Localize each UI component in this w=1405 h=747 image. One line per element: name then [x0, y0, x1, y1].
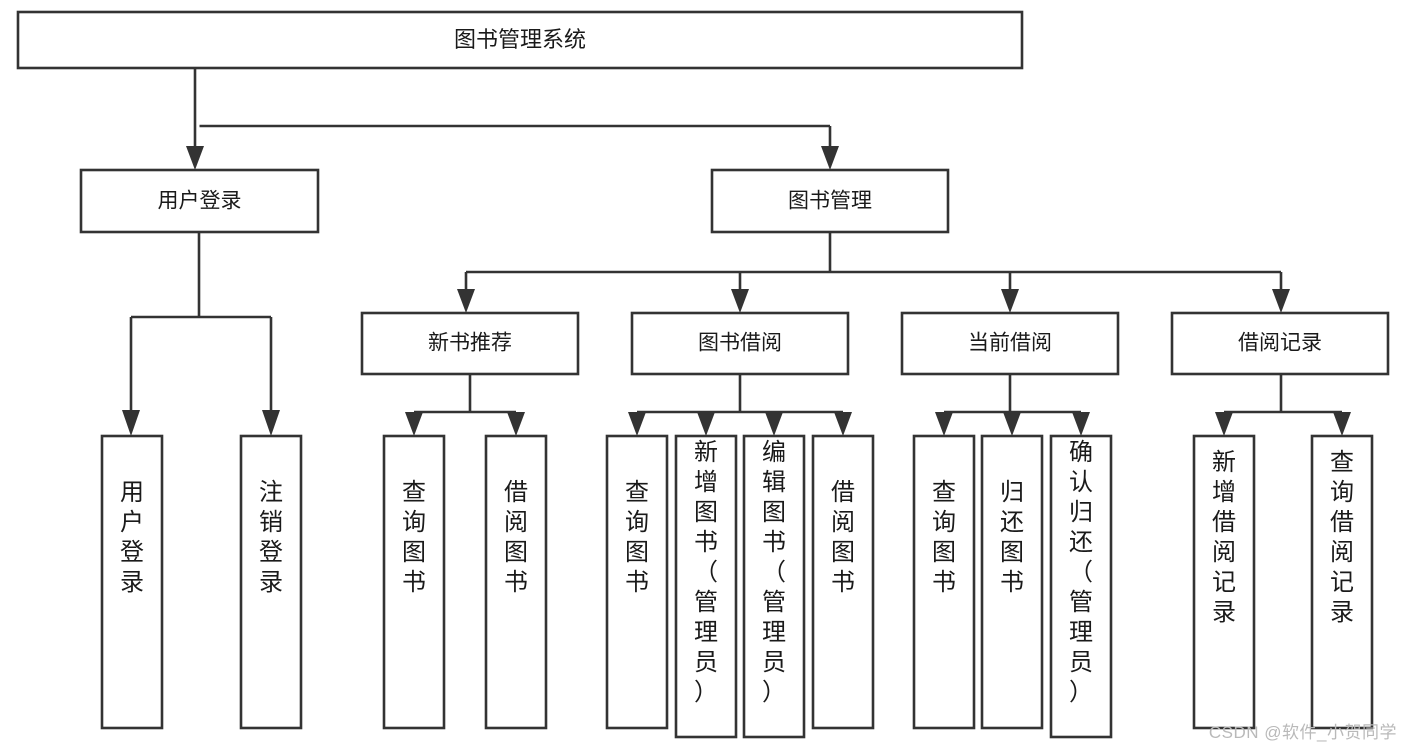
- node-book-borrow-label: 图书借阅: [698, 332, 782, 355]
- arrowhead-leaf-logout: [262, 410, 280, 436]
- leaf-add-record-box[interactable]: [1192, 434, 1256, 730]
- leaf-edit-book[interactable]: 编辑图书（管理员）: [742, 434, 806, 739]
- node-borrow-record[interactable]: 借阅记录: [1170, 311, 1390, 376]
- leaf-query-record-box[interactable]: [1310, 434, 1374, 730]
- leaf-borrow-book-2[interactable]: 借阅图书: [811, 434, 875, 730]
- arrowhead-borrowrecord: [1272, 289, 1290, 313]
- node-new-book-rec[interactable]: 新书推荐: [360, 311, 580, 376]
- node-book-manage-box[interactable]: [710, 168, 950, 234]
- leaf-query-book-3-label: 查询图书: [932, 479, 956, 596]
- arrowhead-leaf-add-book: [697, 412, 715, 436]
- node-current-borrow-label: 当前借阅: [968, 332, 1052, 355]
- leaf-logout[interactable]: 注销登录: [239, 434, 303, 730]
- leaf-borrow-book-1[interactable]: 借阅图书: [484, 434, 548, 730]
- leaf-borrow-book-2-label: 借阅图书: [831, 479, 855, 596]
- node-book-manage-label: 图书管理: [788, 190, 872, 213]
- node-root-label: 图书管理系统: [454, 27, 586, 52]
- node-new-book-rec-label: 新书推荐: [428, 332, 512, 355]
- arrowhead-currentborrow: [1001, 289, 1019, 313]
- leaf-borrow-book-1-box[interactable]: [484, 434, 548, 730]
- node-borrow-record-label: 借阅记录: [1238, 332, 1322, 355]
- arrowhead-leaf-query-book-1: [405, 412, 423, 436]
- arrowhead-leaf-edit-book: [765, 412, 783, 436]
- leaf-edit-book-label: 编辑图书（管理员）: [762, 439, 786, 706]
- leaf-query-book-1[interactable]: 查询图书: [382, 434, 446, 730]
- leaf-query-book-1-box[interactable]: [382, 434, 446, 730]
- node-user-login-box[interactable]: [79, 168, 320, 234]
- connector-layer: [122, 68, 1351, 436]
- arrowhead-leaf-borrow-book-2: [834, 412, 852, 436]
- leaf-logout-box[interactable]: [239, 434, 303, 730]
- node-new-book-rec-box[interactable]: [360, 311, 580, 376]
- node-book-borrow-box[interactable]: [630, 311, 850, 376]
- leaf-return-book-box[interactable]: [980, 434, 1044, 730]
- arrowhead-bookmanage: [821, 146, 839, 170]
- arrowhead-bookborrow: [731, 289, 749, 313]
- arrowhead-leaf-return-book: [1003, 412, 1021, 436]
- node-root[interactable]: 图书管理系统: [16, 10, 1024, 70]
- leaf-edit-book-box[interactable]: [742, 434, 806, 739]
- leaf-query-record[interactable]: 查询借阅记录: [1310, 434, 1374, 730]
- node-root-box[interactable]: [16, 10, 1024, 70]
- leaf-layer: 用户登录 注销登录 查询图书 借阅图书 查询图书 新增图书（管理员）: [100, 434, 1374, 739]
- node-borrow-record-box[interactable]: [1170, 311, 1390, 376]
- leaf-user-login[interactable]: 用户登录: [100, 434, 164, 730]
- leaf-query-book-1-label: 查询图书: [402, 479, 426, 596]
- csdn-watermark: CSDN @软件_小贺同学: [1208, 723, 1397, 742]
- leaf-return-book-label: 归还图书: [1000, 479, 1024, 596]
- leaf-query-book-2[interactable]: 查询图书: [605, 434, 669, 730]
- leaf-user-login-box[interactable]: [100, 434, 164, 730]
- leaf-return-book[interactable]: 归还图书: [980, 434, 1044, 730]
- leaf-borrow-book-2-box[interactable]: [811, 434, 875, 730]
- node-user-login[interactable]: 用户登录: [79, 168, 320, 234]
- leaf-borrow-book-1-label: 借阅图书: [504, 479, 528, 596]
- leaf-add-record-label: 新增借阅记录: [1212, 449, 1236, 626]
- leaf-query-book-3[interactable]: 查询图书: [912, 434, 976, 730]
- leaf-query-book-3-box[interactable]: [912, 434, 976, 730]
- leaf-confirm-return[interactable]: 确认归还（管理员）: [1049, 434, 1113, 739]
- arrowhead-leaf-user-login: [122, 410, 140, 436]
- leaf-add-record[interactable]: 新增借阅记录: [1192, 434, 1256, 730]
- leaf-confirm-return-label: 确认归还（管理员）: [1069, 439, 1093, 706]
- leaf-add-book-label: 新增图书（管理员）: [694, 439, 718, 706]
- leaf-confirm-return-box[interactable]: [1049, 434, 1113, 739]
- leaf-logout-label: 注销登录: [259, 479, 283, 596]
- leaf-query-book-2-box[interactable]: [605, 434, 669, 730]
- node-book-borrow[interactable]: 图书借阅: [630, 311, 850, 376]
- leaf-add-book-box[interactable]: [674, 434, 738, 739]
- arrowhead-leaf-add-record: [1215, 412, 1233, 436]
- arrowhead-leaf-confirm-return: [1072, 412, 1090, 436]
- arrowhead-leaf-query-book-2: [628, 412, 646, 436]
- node-current-borrow[interactable]: 当前借阅: [900, 311, 1120, 376]
- arrowhead-leaf-borrow-book-1: [507, 412, 525, 436]
- arrowhead-userlogin: [186, 146, 204, 170]
- arrowhead-newbookrec: [457, 289, 475, 313]
- node-user-login-label: 用户登录: [158, 190, 242, 213]
- leaf-query-book-2-label: 查询图书: [625, 479, 649, 596]
- arrowhead-leaf-query-record: [1333, 412, 1351, 436]
- leaf-user-login-label: 用户登录: [120, 479, 144, 596]
- leaf-query-record-label: 查询借阅记录: [1330, 449, 1354, 626]
- node-book-manage[interactable]: 图书管理: [710, 168, 950, 234]
- node-current-borrow-box[interactable]: [900, 311, 1120, 376]
- leaf-add-book[interactable]: 新增图书（管理员）: [674, 434, 738, 739]
- arrowhead-leaf-query-book-3: [935, 412, 953, 436]
